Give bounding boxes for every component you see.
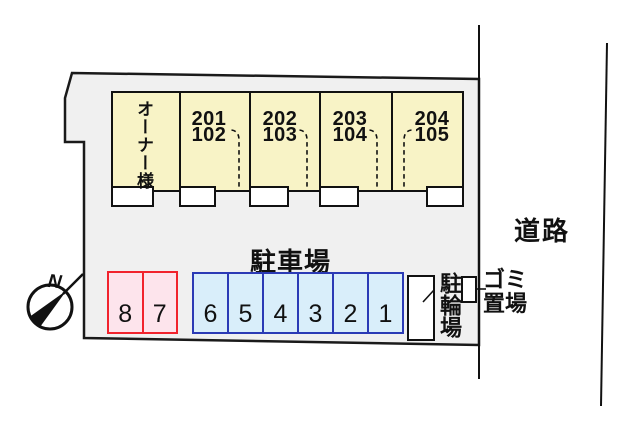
entrance-porch — [111, 186, 154, 207]
parking-space-3: 3 — [299, 274, 334, 332]
entrance-porch — [426, 186, 464, 207]
unit-label-201: 201 102 — [180, 108, 238, 146]
unit-label-203: 203 104 — [320, 108, 380, 146]
unit-divider — [391, 93, 393, 190]
garbage-area-rect — [461, 276, 477, 303]
unit-number-upper: 202 — [262, 108, 298, 130]
road-right-edge — [600, 42, 608, 407]
unit-number-upper: 204 — [414, 108, 450, 130]
parking-space-4: 4 — [264, 274, 299, 332]
unit-number-lower: 102 — [191, 123, 227, 146]
compass-needle — [30, 290, 67, 327]
unit-number-lower: 104 — [332, 123, 368, 146]
owner-unit-label: オーナー様 — [134, 100, 153, 190]
unit-number-lower: 105 — [414, 123, 450, 146]
bicycle-parking-label: 駐輪場 — [437, 272, 462, 338]
parking-group-pink: 8 7 — [107, 271, 178, 334]
unit-divider — [319, 93, 321, 190]
unit-divider — [179, 93, 181, 190]
garbage-label-line1: ゴミ — [483, 267, 528, 292]
compass: N — [26, 271, 84, 331]
garbage-label-line2: 置場 — [483, 291, 528, 316]
parking-space-6: 6 — [194, 274, 229, 332]
unit-number-lower: 103 — [262, 123, 298, 146]
compass-north-label: N — [47, 271, 64, 293]
entrance-porch — [319, 186, 359, 207]
unit-divider — [249, 93, 251, 190]
garbage-area-label: ゴミ 置場 — [483, 268, 527, 316]
unit-number-upper: 203 — [332, 108, 368, 130]
unit-number-upper: 201 — [191, 108, 227, 130]
unit-label-204: 204 105 — [402, 108, 462, 146]
parking-space-2: 2 — [334, 274, 369, 332]
unit-label-202: 202 103 — [250, 108, 310, 146]
parking-space-7: 7 — [152, 300, 167, 328]
bicycle-parking-rect — [407, 275, 435, 341]
parking-space-1: 1 — [378, 300, 393, 328]
parking-space-5: 5 — [229, 274, 264, 332]
parking-group-blue: 6 5 4 3 2 1 — [192, 272, 404, 334]
road-label: 道路 — [514, 216, 571, 246]
entrance-porch — [249, 186, 289, 207]
compass-circle — [26, 283, 74, 331]
parking-space-8: 8 — [109, 273, 144, 332]
compass-needle-line — [62, 273, 84, 295]
entrance-porch — [179, 186, 216, 207]
